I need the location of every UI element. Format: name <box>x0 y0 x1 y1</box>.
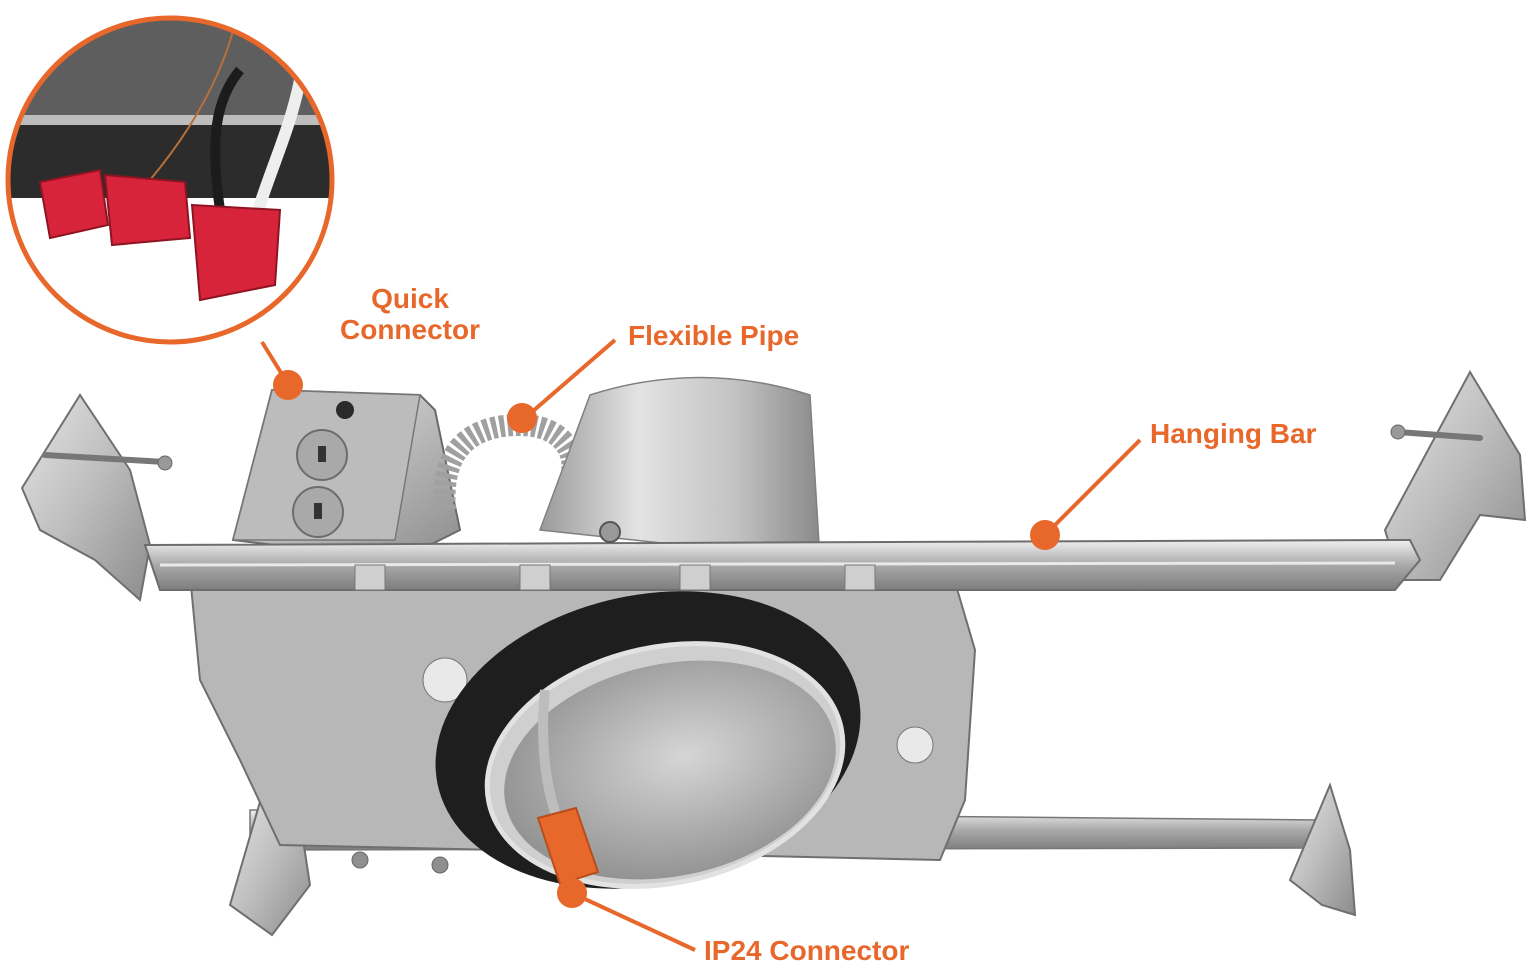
quick-connector-label-line1: Quick <box>371 283 449 314</box>
callout-dot-flex <box>507 403 537 433</box>
flexible-pipe <box>433 413 584 511</box>
callout-dot-ip24 <box>557 878 587 908</box>
ip24-connector-label: IP24 Connector <box>704 935 910 966</box>
callout-dot-hang <box>1030 520 1060 550</box>
wire-connector-closeup-icon <box>38 168 282 302</box>
quick-connector-label-line2: Connector <box>340 314 480 345</box>
ip24-connector <box>536 806 600 886</box>
housing-can <box>538 376 821 561</box>
inset-closeup <box>5 15 335 345</box>
hanging-bar <box>143 521 1422 591</box>
callout-leaders <box>260 338 1142 952</box>
flexible-pipe-label: Flexible Pipe <box>628 320 800 351</box>
junction-box <box>231 388 462 562</box>
quick-connector-label: Quick Connector <box>330 283 490 345</box>
left-bracket <box>20 393 173 602</box>
right-bracket <box>1383 369 1527 581</box>
hanging-bar-label: Hanging Bar <box>1150 418 1317 449</box>
callout-dot-quick <box>273 370 303 400</box>
